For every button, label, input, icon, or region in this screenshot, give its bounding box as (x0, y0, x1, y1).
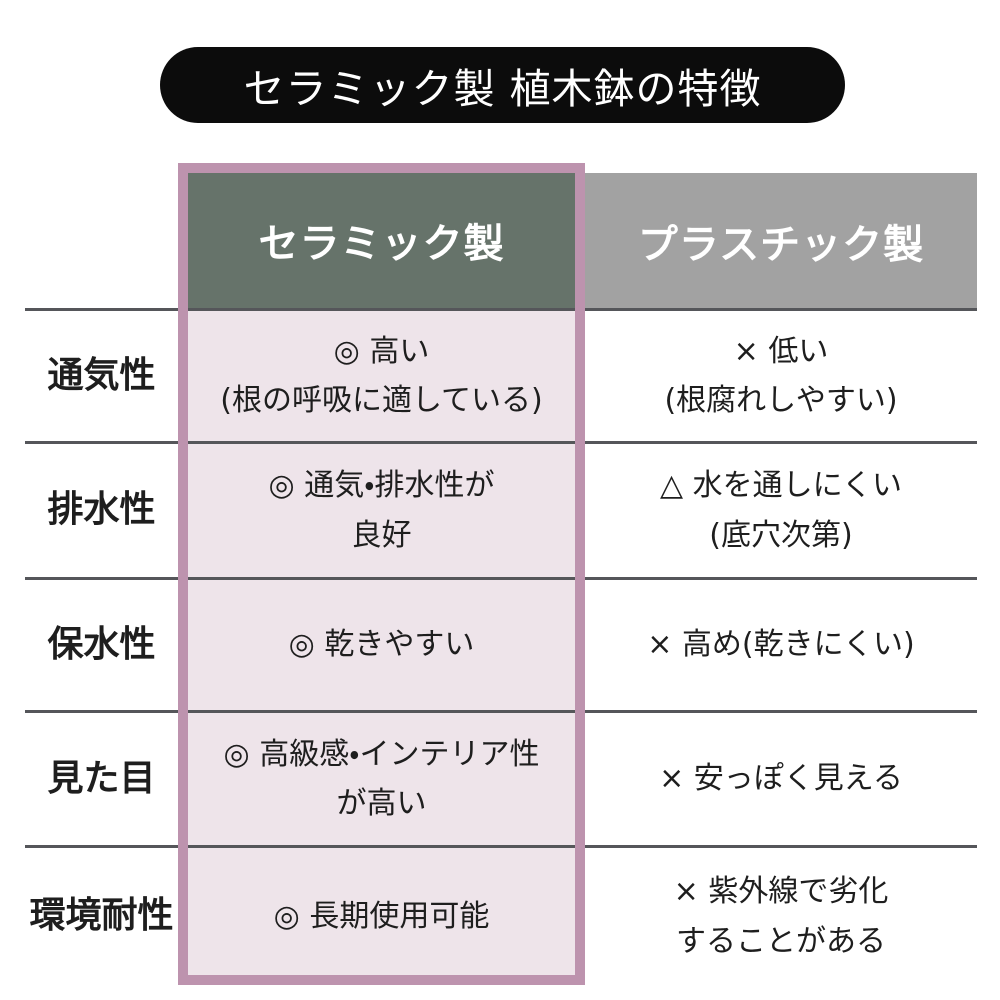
cell-water-retention-ceramic: ◎ 乾きやすい (178, 577, 585, 710)
header-spacer-cell (25, 163, 178, 308)
cell-water-retention-plastic: × 高め(乾きにくい) (585, 577, 977, 710)
cell-drainage-ceramic: ◎ 通気・排水性が 良好 (178, 441, 585, 577)
cell-breathability-plastic: × 低い (根腐れしやすい) (585, 308, 977, 441)
cell-durability-plastic: × 紫外線で劣化 することがある (585, 845, 977, 985)
column-header-plastic: プラスチック製 (585, 163, 977, 308)
row-label-drainage: 排水性 (25, 441, 178, 577)
cell-drainage-plastic: △ 水を通しにくい (底穴次第) (585, 441, 977, 577)
comparison-table: セラミック製 プラスチック製 通気性 ◎ 高い (根の呼吸に適している) × 低… (25, 163, 977, 985)
page-title: セラミック製 植木鉢の特徴 (160, 47, 845, 123)
row-label-water-retention: 保水性 (25, 577, 178, 710)
cell-breathability-ceramic: ◎ 高い (根の呼吸に適している) (178, 308, 585, 441)
row-label-durability: 環境耐性 (25, 845, 178, 985)
column-header-ceramic: セラミック製 (178, 163, 585, 308)
row-label-appearance: 見た目 (25, 710, 178, 845)
cell-appearance-ceramic: ◎ 高級感・インテリア性 が高い (178, 710, 585, 845)
cell-appearance-plastic: × 安っぽく見える (585, 710, 977, 845)
row-label-breathability: 通気性 (25, 308, 178, 441)
cell-durability-ceramic: ◎ 長期使用可能 (178, 845, 585, 985)
